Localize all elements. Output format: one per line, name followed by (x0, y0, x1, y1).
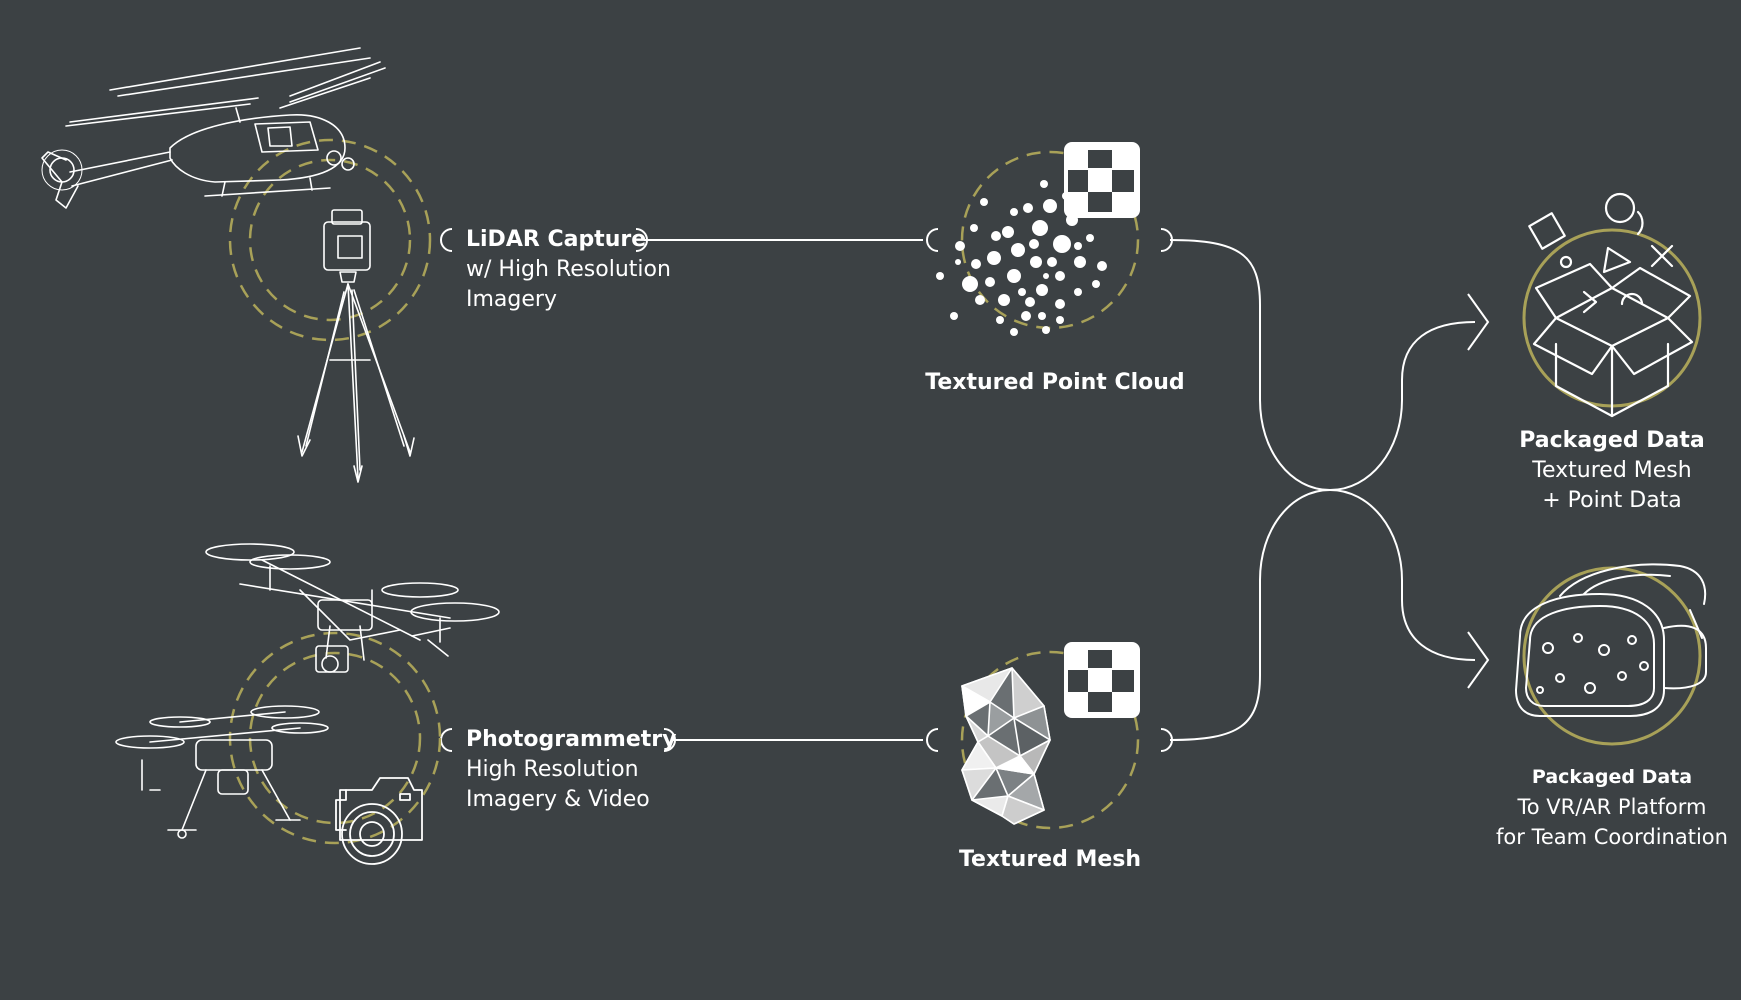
packaged-data-1-subtitle-2: + Point Data (1542, 488, 1682, 513)
camera-icon (335, 777, 423, 865)
textured-mesh-label: Textured Mesh (900, 845, 1200, 875)
packaged-data-vr-label: Packaged Data To VR/AR Platform for Team… (1462, 762, 1741, 852)
helicopter-icon (41, 47, 386, 209)
lidar-capture-title: LiDAR Capture (466, 227, 647, 252)
textured-mesh-title: Textured Mesh (958, 847, 1142, 872)
textured-point-cloud-title: Textured Point Cloud (925, 370, 1185, 395)
packaged-data-2-subtitle-2: for Team Coordination (1496, 825, 1728, 849)
octocopter-drone-icon (205, 543, 500, 673)
laser-scanner-tripod-icon (297, 209, 415, 483)
packaged-data-2-title: Packaged Data (1531, 766, 1693, 788)
textured-point-cloud-label: Textured Point Cloud (910, 368, 1200, 398)
packaged-data-1-subtitle-1: Textured Mesh (1532, 458, 1692, 483)
photogrammetry-signal-rings (228, 631, 442, 845)
pointcloud-ring (960, 150, 1140, 330)
quadcopter-drone-icon (115, 705, 329, 839)
lidar-capture-subtitle-1: w/ High Resolution (466, 257, 671, 282)
photogrammetry-title: Photogrammetry (466, 727, 677, 752)
open-box-icon (1528, 192, 1694, 418)
photogrammetry-subtitle-1: High Resolution (466, 757, 639, 782)
lidar-signal-rings (228, 138, 432, 342)
packaged-data-2-subtitle-1: To VR/AR Platform (1517, 795, 1707, 819)
packaged-data-1-title: Packaged Data (1519, 428, 1705, 453)
connector-merge-network (1160, 228, 1490, 752)
lidar-capture-label: LiDAR Capture w/ High Resolution Imagery (466, 225, 671, 315)
photogrammetry-label: Photogrammetry High Resolution Imagery &… (466, 725, 676, 815)
point-cloud-icon (936, 180, 1107, 336)
lidar-capture-subtitle-2: Imagery (466, 287, 557, 312)
connector-lidar-to-pointcloud (440, 228, 939, 252)
packaged-data-mesh-point-label: Packaged Data Textured Mesh + Point Data (1462, 426, 1741, 516)
photogrammetry-subtitle-2: Imagery & Video (466, 787, 650, 812)
vr-headset-icon (1515, 563, 1707, 717)
mesh-ring (960, 650, 1140, 830)
checker-texture-icon-mesh (1064, 642, 1140, 718)
mesh-icon (961, 667, 1051, 825)
checker-texture-icon-pointcloud (1064, 142, 1140, 218)
connector-photogrammetry-to-mesh (440, 728, 939, 752)
